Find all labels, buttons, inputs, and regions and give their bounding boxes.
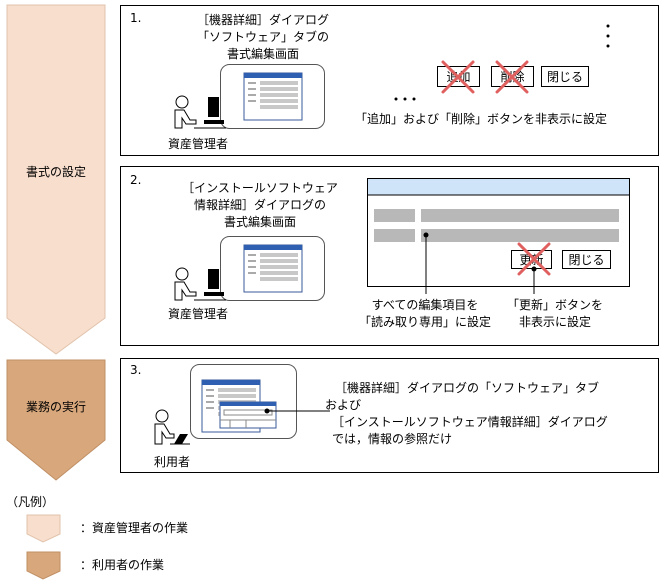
step1-actor-label: 資産管理者: [168, 137, 229, 151]
step1-number: 1.: [130, 11, 142, 25]
setup-phase-label: 書式の設定: [25, 165, 86, 179]
step2-caption-line2: 情報詳細］ダイアログの: [193, 198, 326, 212]
legend-admin-label: ：資産管理者の作業: [80, 521, 189, 535]
step1-note: 「追加」および「削除」ボタンを非表示に設定: [355, 112, 608, 126]
legend-admin-swatch: [26, 514, 61, 543]
step3-leader-line: [264, 408, 330, 414]
step2-screen-thumbnail: [220, 236, 325, 301]
legend-swatches: [26, 514, 61, 580]
step1-cross-marks: [441, 60, 529, 94]
step2-admin-icon: [174, 267, 226, 301]
step3-note-line1: ［機器詳細］ダイアログの「ソフトウェア」タブ: [335, 381, 600, 395]
step2-caption-line3: 書式編集画面: [223, 215, 296, 229]
step1-caption-line2: 「ソフトウェア」タブの: [196, 30, 329, 44]
step1-caption-line1: ［機器詳細］ダイアログ: [196, 13, 329, 27]
step1-admin-icon: [174, 95, 226, 129]
step2-close-button: 閉じる: [562, 250, 611, 269]
step1-caption-line3: 書式編集画面: [226, 47, 299, 61]
step2-leader-lines: [425, 235, 535, 294]
legend-user-label: ：利用者の作業: [80, 558, 165, 572]
step1-screen-thumbnail: [220, 64, 325, 129]
step2-note-right-line1: 「更新」ボタンを: [506, 298, 603, 312]
execute-phase-label: 業務の実行: [25, 400, 86, 414]
step2-note-left-line1: すべての編集項目を: [371, 298, 479, 312]
step3-note-line3: ［インストールソフトウェア情報詳細］ダイアログ: [332, 415, 608, 429]
step2-number: 2.: [130, 173, 142, 187]
step2-note-right-line2: 非表示に設定: [518, 315, 591, 329]
step3-actor-label: 利用者: [154, 455, 191, 469]
add-cross-icon: [441, 60, 475, 94]
step2-actor-label: 資産管理者: [168, 307, 229, 321]
step3-note-line2: および: [325, 398, 362, 412]
step3-number: 3.: [130, 363, 142, 377]
execute-phase-arrow: [6, 359, 106, 481]
step1-close-button: 閉じる: [541, 66, 589, 87]
step3-screen-thumbnail: [190, 364, 297, 439]
legend-user-swatch: [26, 551, 61, 580]
setup-phase-arrow: [6, 4, 106, 355]
phase-arrows: [6, 4, 106, 481]
update-cross-icon: [517, 242, 551, 276]
step2-caption-line1: ［インストールソフトウェア: [182, 181, 338, 195]
step2-note-left-line2: 「読み取り専用」に設定: [358, 315, 491, 329]
delete-cross-icon: [495, 60, 529, 94]
step1-ellipsis-marks: [394, 24, 610, 101]
step3-note-line4: では，情報の参照だけ: [332, 432, 453, 446]
legend-title: （凡例）: [6, 495, 55, 509]
step3-user-icon: [154, 409, 190, 445]
